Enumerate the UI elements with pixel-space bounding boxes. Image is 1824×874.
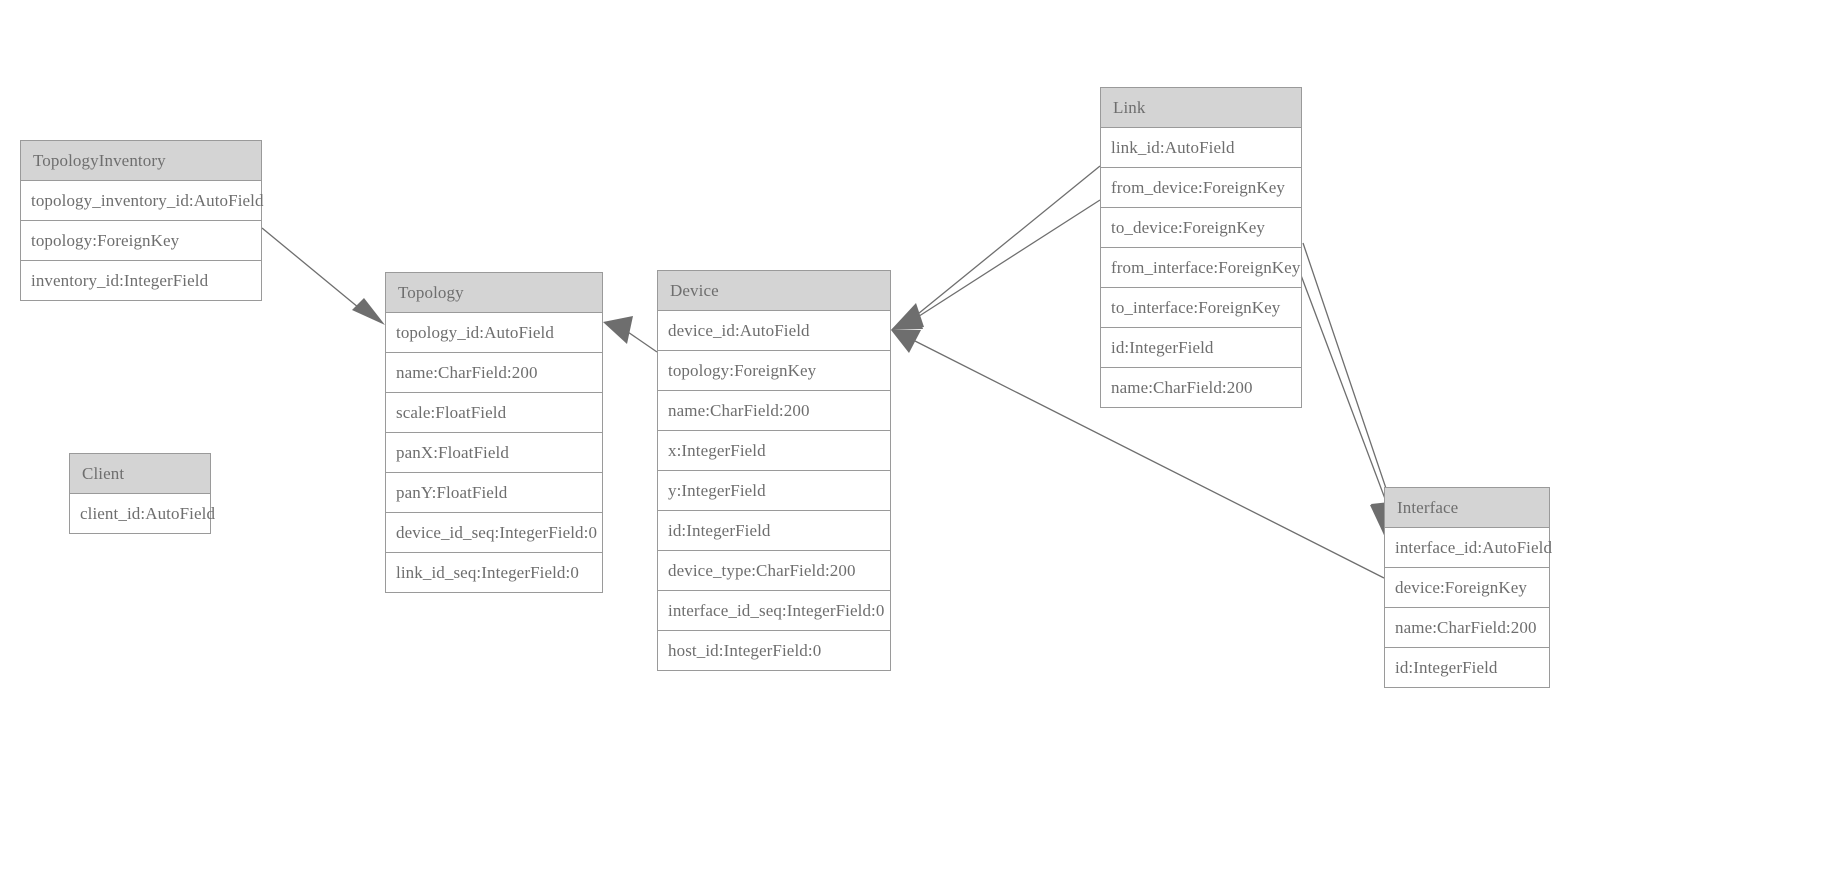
entity-device[interactable]: Device device_id:AutoField topology:Fore… bbox=[657, 270, 891, 671]
attribute-row: interface_id:AutoField bbox=[1385, 528, 1552, 568]
attribute-row: id:IntegerField bbox=[658, 511, 890, 551]
attribute-row: name:CharField:200 bbox=[1101, 368, 1301, 407]
entity-title-link: Link bbox=[1101, 88, 1301, 128]
attribute-row: x:IntegerField bbox=[658, 431, 890, 471]
entity-link[interactable]: Link link_id:AutoField from_device:Forei… bbox=[1100, 87, 1302, 408]
attribute-row: from_device:ForeignKey bbox=[1101, 168, 1301, 208]
attribute-row: topology_id:AutoField bbox=[386, 313, 602, 353]
attribute-row: panY:FloatField bbox=[386, 473, 602, 513]
attribute-row: id:IntegerField bbox=[1385, 648, 1549, 687]
attribute-row: scale:FloatField bbox=[386, 393, 602, 433]
attribute-row: device_id:AutoField bbox=[658, 311, 890, 351]
attribute-row: topology:ForeignKey bbox=[21, 221, 261, 261]
entity-client[interactable]: Client client_id:AutoField bbox=[69, 453, 215, 534]
attribute-row: name:CharField:200 bbox=[1385, 608, 1549, 648]
entity-title-client: Client bbox=[70, 454, 210, 494]
attribute-row: device_id_seq:IntegerField:0 bbox=[386, 513, 602, 553]
entity-title-topology: Topology bbox=[386, 273, 602, 313]
edge-topologyinventory-to-topology bbox=[261, 227, 385, 325]
edge-link-to-interface-to-interface bbox=[1295, 261, 1398, 535]
entity-title-interface: Interface bbox=[1385, 488, 1549, 528]
entity-title-device: Device bbox=[658, 271, 890, 311]
attribute-row: name:CharField:200 bbox=[386, 353, 602, 393]
attribute-row: y:IntegerField bbox=[658, 471, 890, 511]
attribute-row: link_id:AutoField bbox=[1101, 128, 1301, 168]
attribute-row: from_interface:ForeignKey bbox=[1101, 248, 1301, 288]
entity-interface[interactable]: Interface interface_id:AutoField device:… bbox=[1384, 487, 1552, 688]
entity-topologyinventory[interactable]: TopologyInventory topology_inventory_id:… bbox=[20, 140, 263, 301]
attribute-row: name:CharField:200 bbox=[658, 391, 890, 431]
attribute-row: host_id:IntegerField:0 bbox=[658, 631, 890, 670]
edge-link-from-device-to-device bbox=[891, 165, 1101, 330]
attribute-row: panX:FloatField bbox=[386, 433, 602, 473]
attribute-row: to_device:ForeignKey bbox=[1101, 208, 1301, 248]
attribute-row: link_id_seq:IntegerField:0 bbox=[386, 553, 602, 592]
attribute-row: topology_inventory_id:AutoField bbox=[21, 181, 263, 221]
edge-device-to-topology bbox=[603, 316, 658, 353]
attribute-row: client_id:AutoField bbox=[70, 494, 215, 533]
attribute-row: id:IntegerField bbox=[1101, 328, 1301, 368]
edge-link-to-device-to-device bbox=[891, 199, 1101, 330]
attribute-row: topology:ForeignKey bbox=[658, 351, 890, 391]
attribute-row: to_interface:ForeignKey bbox=[1101, 288, 1301, 328]
entity-topology[interactable]: Topology topology_id:AutoField name:Char… bbox=[385, 272, 603, 593]
attribute-row: interface_id_seq:IntegerField:0 bbox=[658, 591, 890, 631]
attribute-row: device:ForeignKey bbox=[1385, 568, 1549, 608]
entity-title-topologyinventory: TopologyInventory bbox=[21, 141, 261, 181]
attribute-row: inventory_id:IntegerField bbox=[21, 261, 261, 300]
attribute-row: device_type:CharField:200 bbox=[658, 551, 890, 591]
